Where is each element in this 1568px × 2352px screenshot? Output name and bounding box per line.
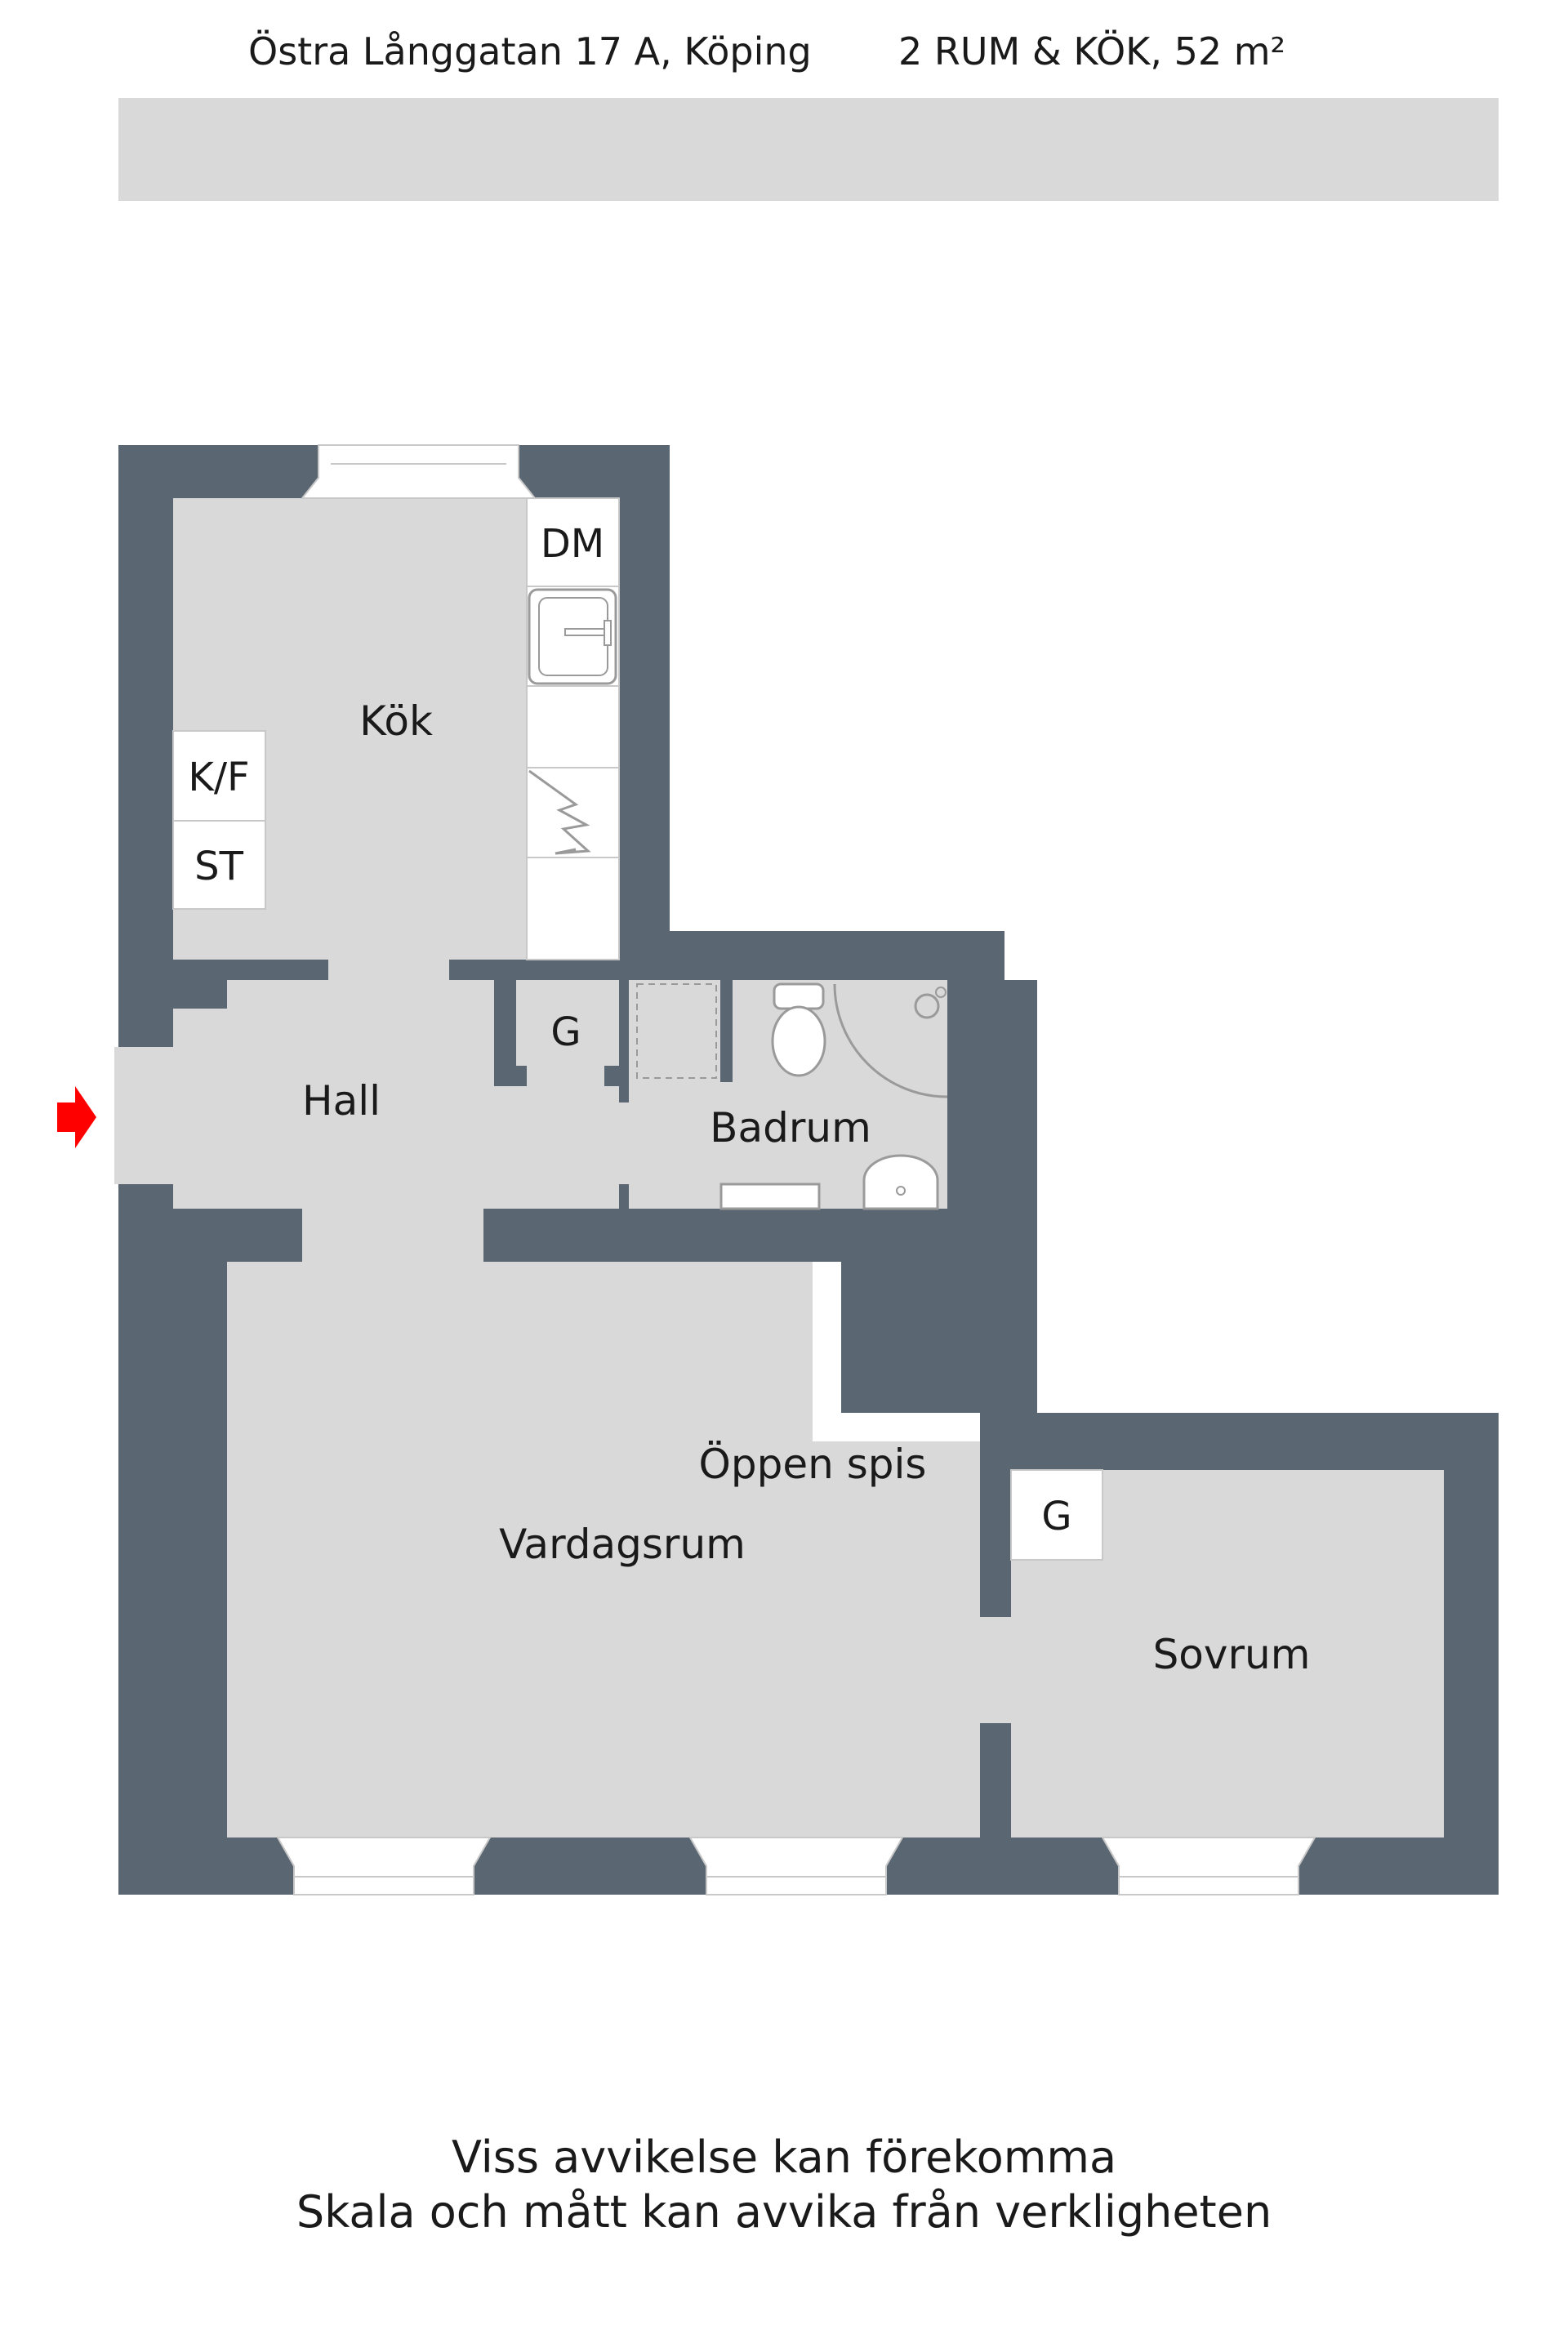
room-label-kitchen: Kök <box>359 697 433 745</box>
fixture-label-bedroom-wardrobe: G <box>1041 1494 1071 1539</box>
shower-head-icon <box>914 987 947 1019</box>
room-label-bathroom: Badrum <box>710 1104 871 1152</box>
disclaimer-line-2: Skala och mått kan avvika från verklighe… <box>296 2186 1272 2238</box>
hall-closet-floor <box>516 980 619 1070</box>
fixture-label-dishwasher: DM <box>541 521 604 567</box>
stove-box <box>172 820 266 910</box>
bedroom-wardrobe-box <box>1010 1469 1103 1561</box>
fixture-label-hall-wardrobe: G <box>550 1009 581 1055</box>
living-room-floor <box>227 1262 980 1838</box>
stove-symbol-icon <box>528 769 591 855</box>
window-living-right <box>688 1837 904 1895</box>
room-label-bedroom: Sovrum <box>1153 1631 1311 1678</box>
washbasin-icon <box>862 1154 939 1210</box>
window-kitchen <box>300 444 537 499</box>
disclaimer-line-1: Viss avvikelse kan förekomma <box>451 2132 1117 2183</box>
dishwasher-box <box>526 497 620 587</box>
apartment-summary: 2 RUM & KÖK, 52 m² <box>898 29 1285 74</box>
fixture-label-stove: ST <box>194 844 243 889</box>
fridge-box <box>172 730 266 822</box>
room-label-living-room: Vardagsrum <box>499 1521 746 1568</box>
shower-curtain-icon <box>833 983 948 1098</box>
room-label-fireplace: Öppen spis <box>699 1441 927 1488</box>
header-bar <box>118 98 1499 201</box>
fixture-label-fridge: K/F <box>188 755 249 800</box>
interior-walls <box>173 960 1037 1842</box>
window-living-left <box>276 1837 492 1895</box>
shower-tray-icon <box>636 983 717 1079</box>
cabinet-icon <box>719 1183 821 1210</box>
window-bedroom <box>1101 1837 1316 1895</box>
fireplace <box>813 1262 980 1441</box>
windows <box>276 444 1316 1895</box>
toilet-icon <box>771 982 826 1077</box>
kitchen-sink-icon <box>528 588 617 685</box>
entrance-arrow-icon <box>57 1086 96 1148</box>
address-text: Östra Långgatan 17 A, Köping <box>248 29 812 74</box>
room-label-hall: Hall <box>302 1077 381 1125</box>
